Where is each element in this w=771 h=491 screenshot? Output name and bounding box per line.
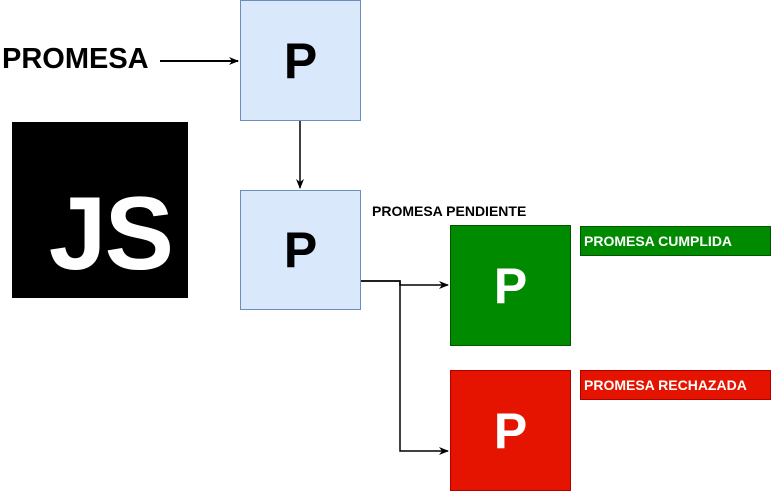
pending-promise-node: P — [240, 190, 361, 310]
fulfilled-promise-node-label: P — [493, 257, 528, 314]
arrow-pending-to-rejected — [361, 280, 449, 455]
pending-label: PROMESA PENDIENTE — [372, 203, 527, 219]
javascript-logo-text: JS — [48, 176, 174, 292]
rejected-promise-node-label: P — [493, 402, 528, 459]
javascript-logo-icon: JS — [12, 122, 188, 298]
rejected-promise-node: P — [450, 370, 571, 491]
pending-promise-node-label: P — [283, 222, 318, 278]
rejected-label: PROMESA RECHAZADA — [580, 370, 771, 400]
fulfilled-promise-node: P — [450, 225, 571, 346]
promise-input-label: PROMESA — [2, 43, 149, 75]
promise-node: P — [240, 0, 361, 121]
promise-node-label: P — [283, 32, 318, 89]
fulfilled-label: PROMESA CUMPLIDA — [580, 226, 771, 256]
